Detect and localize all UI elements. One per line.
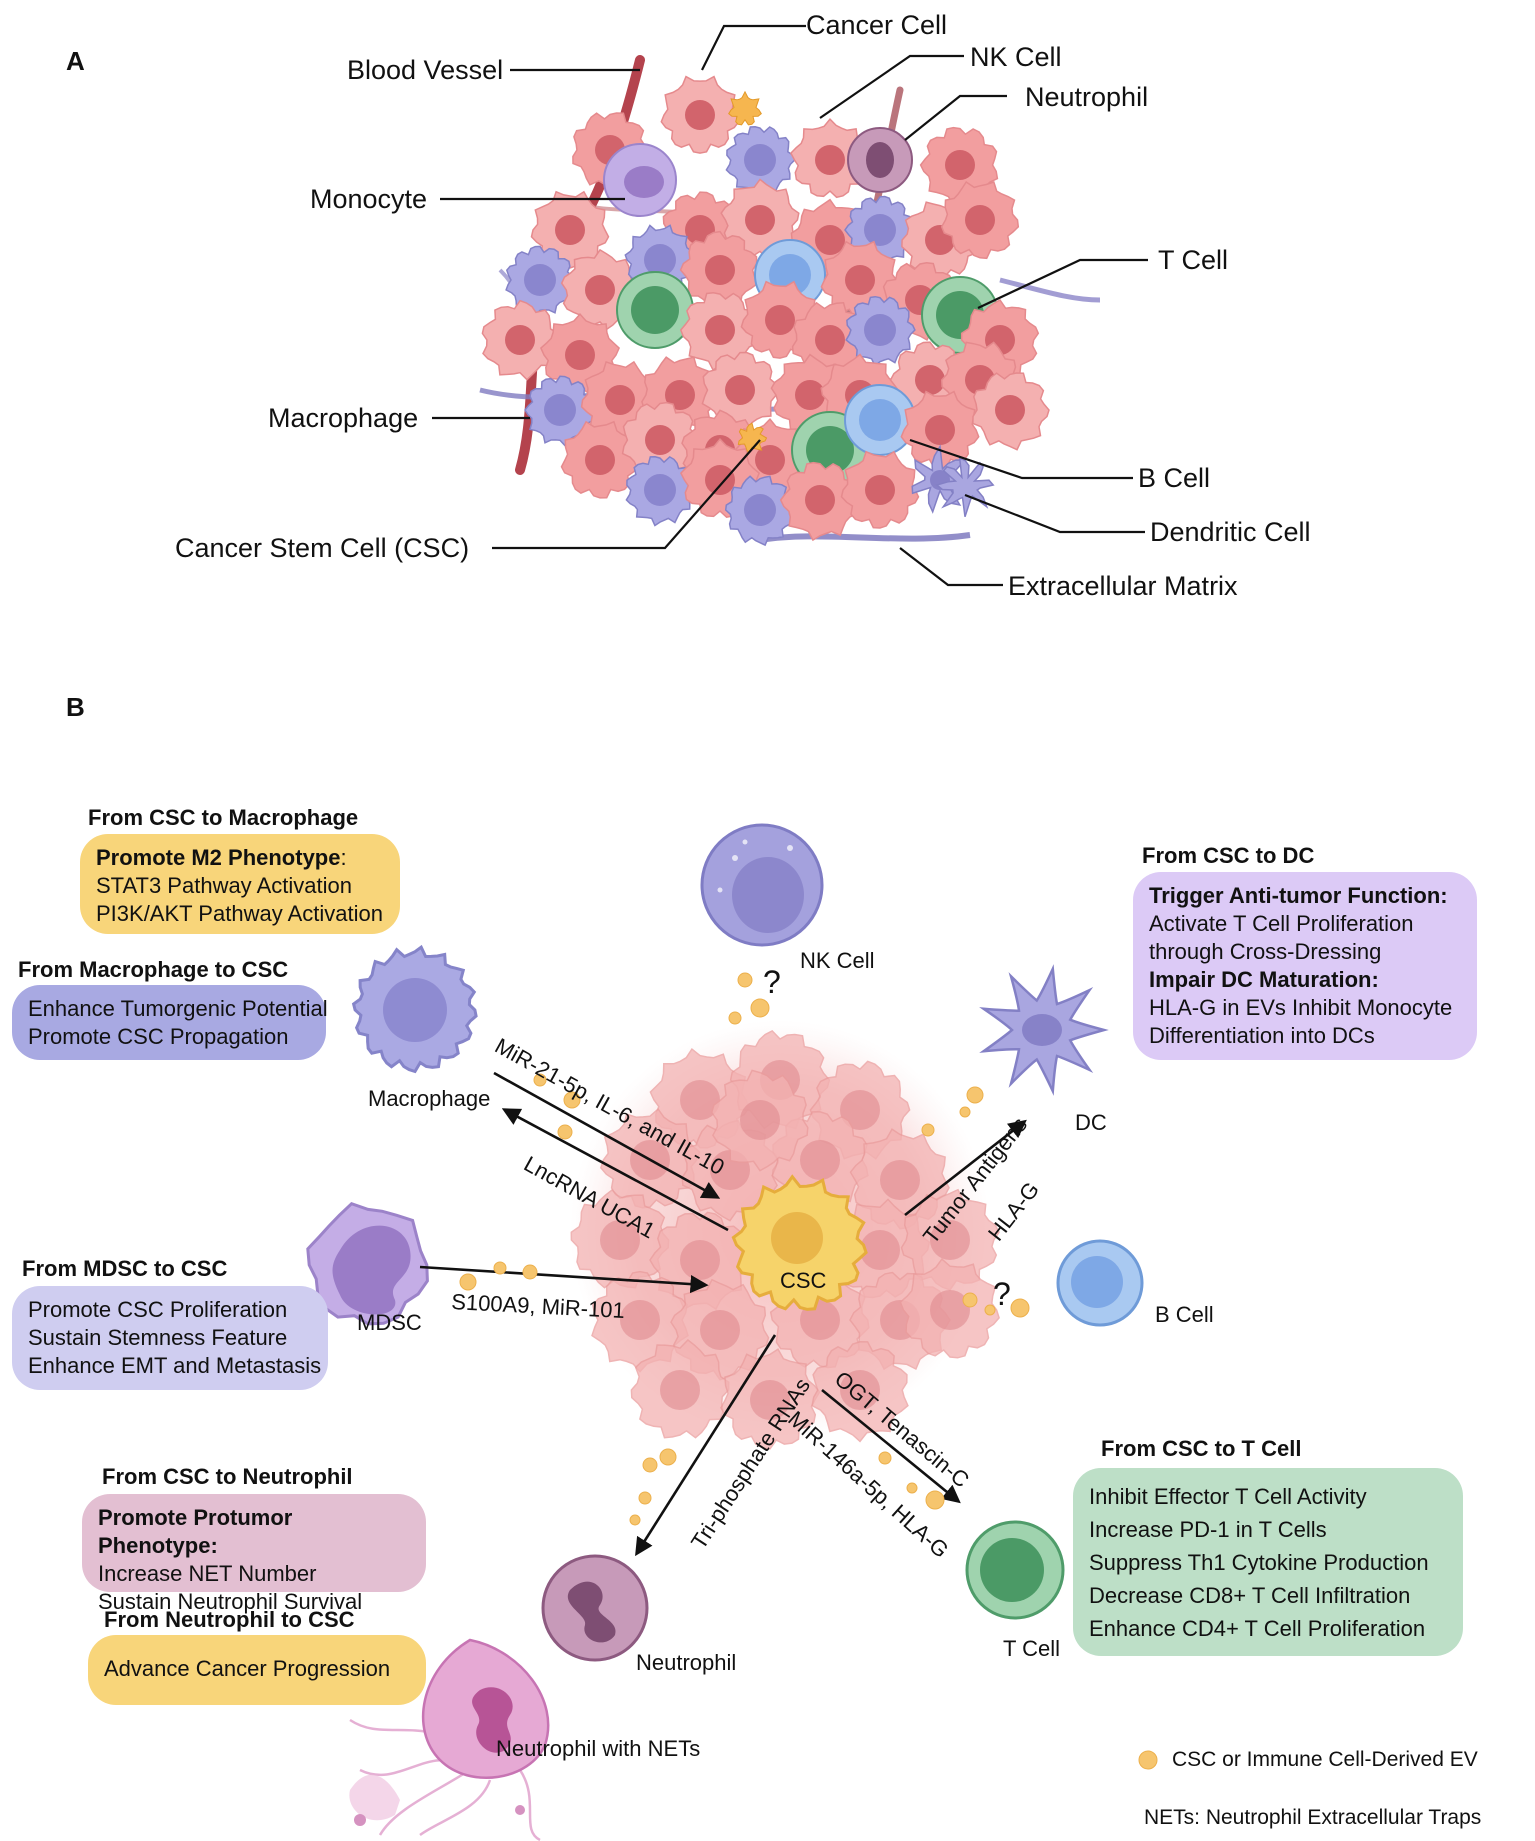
- label-nk-cell: NK Cell: [970, 42, 1062, 72]
- question-mark-nk: ?: [763, 964, 781, 1000]
- box-line: Suppress Th1 Cytokine Production: [1089, 1550, 1429, 1575]
- box-title-csc-to-dc: From CSC to DC: [1142, 843, 1315, 868]
- box-mdsc-to-csc: Promote CSC Proliferation Sustain Stemne…: [12, 1286, 328, 1390]
- box-title-neutrophil-to-csc: From Neutrophil to CSC: [104, 1607, 355, 1632]
- box-line: Sustain Stemness Feature: [28, 1325, 288, 1350]
- csc-cell: [731, 1174, 868, 1311]
- neutrophil-with-nets-icon: [349, 1638, 550, 1841]
- cell-cluster-b: [570, 1029, 1000, 1450]
- box-macrophage-to-csc: Enhance Tumorgenic Potential Promote CSC…: [12, 985, 328, 1060]
- box-heading-antitumor: Trigger Anti-tumor Function:: [1149, 883, 1448, 908]
- box-line: through Cross-Dressing: [1149, 939, 1382, 964]
- label-b-cell: B Cell: [1138, 463, 1211, 493]
- label-b-mdsc: MDSC: [357, 1310, 422, 1335]
- extracellular-vesicles: [459, 972, 1030, 1526]
- t-cell-icon: [965, 1520, 1065, 1620]
- box-title-csc-to-neutrophil: From CSC to Neutrophil: [102, 1464, 353, 1489]
- label-b-b-cell: B Cell: [1155, 1302, 1214, 1327]
- box-line: STAT3 Pathway Activation: [96, 873, 352, 898]
- label-b-neutrophil-nets: Neutrophil with NETs: [496, 1736, 701, 1761]
- question-mark-b-cell: ?: [993, 1276, 1011, 1312]
- panel-a-leader-lines: [432, 24, 1148, 587]
- box-line: Promote CSC Propagation: [28, 1024, 289, 1049]
- box-title-macrophage-to-csc: From Macrophage to CSC: [18, 957, 289, 982]
- box-line: Differentiation into DCs: [1149, 1023, 1375, 1048]
- legend-ev-label: CSC or Immune Cell-Derived EV: [1172, 1748, 1478, 1771]
- box-line: Sustain Neutrophil Survival: [98, 1589, 363, 1614]
- box-line: Advance Cancer Progression: [104, 1656, 391, 1681]
- panel-b-letter: B: [66, 692, 85, 722]
- box-csc-to-dc: Trigger Anti-tumor Function: Activate T …: [1133, 872, 1477, 1060]
- box-line: Enhance CD4+ T Cell Proliferation: [1089, 1616, 1426, 1641]
- box-line: Activate T Cell Proliferation: [1149, 911, 1414, 936]
- cell-cluster-a: [481, 75, 1050, 547]
- label-monocyte: Monocyte: [310, 184, 428, 214]
- box-line: Increase NET Number: [98, 1561, 317, 1586]
- neutrophil-cell-icon: [541, 1554, 649, 1662]
- panel-b-arrows: [419, 1071, 1027, 1557]
- label-t-cell: T Cell: [1158, 245, 1229, 275]
- label-b-macrophage: Macrophage: [368, 1086, 491, 1111]
- label-b-nk-cell: NK Cell: [800, 948, 875, 973]
- b-cell-icon: [1056, 1239, 1144, 1327]
- label-b-csc: CSC: [780, 1268, 827, 1293]
- box-csc-to-macrophage: Promote M2 Phenotype: STAT3 Pathway Acti…: [80, 834, 400, 934]
- label-b-dc: DC: [1075, 1110, 1107, 1135]
- label-extracellular-matrix: Extracellular Matrix: [1008, 571, 1238, 601]
- box-line: Decrease CD8+ T Cell Infiltration: [1089, 1583, 1411, 1608]
- box-heading-m2-colon: :: [340, 845, 347, 870]
- label-neutrophil: Neutrophil: [1025, 82, 1149, 112]
- box-heading-impair-dc: Impair DC Maturation:: [1149, 967, 1379, 992]
- legend-ev-dot: [1138, 1750, 1158, 1770]
- box-line: Enhance Tumorgenic Potential: [28, 996, 328, 1021]
- box-line: PI3K/AKT Pathway Activation: [96, 901, 383, 926]
- box-csc-to-neutrophil: Promote Protumor Phenotype: Increase NET…: [82, 1494, 426, 1614]
- label-dendritic-cell: Dendritic Cell: [1150, 517, 1311, 547]
- box-line: Increase PD-1 in T Cells: [1089, 1517, 1327, 1542]
- dc-cell-icon: [979, 964, 1109, 1096]
- label-b-neutrophil: Neutrophil: [636, 1650, 737, 1675]
- box-title-csc-to-macrophage: From CSC to Macrophage: [88, 805, 359, 830]
- panel-a-letter: A: [66, 46, 85, 76]
- legend-nets-note: NETs: Neutrophil Extracellular Traps: [1144, 1806, 1482, 1829]
- box-line: Inhibit Effector T Cell Activity: [1089, 1484, 1367, 1509]
- mdsc-cell-icon: [306, 1201, 429, 1326]
- box-title-mdsc-to-csc: From MDSC to CSC: [22, 1256, 228, 1281]
- box-line: Promote CSC Proliferation: [28, 1297, 288, 1322]
- label-cancer-stem-cell: Cancer Stem Cell (CSC): [175, 533, 470, 563]
- box-line: HLA-G in EVs Inhibit Monocyte: [1149, 995, 1453, 1020]
- box-heading-protumor: Promote Protumor Phenotype:: [98, 1505, 293, 1558]
- box-csc-to-t-cell: Inhibit Effector T Cell Activity Increas…: [1073, 1468, 1463, 1656]
- box-neutrophil-to-csc: Advance Cancer Progression: [88, 1635, 426, 1705]
- label-b-t-cell: T Cell: [1003, 1636, 1061, 1661]
- box-heading-m2: Promote M2 Phenotype: [96, 845, 341, 870]
- box-title-csc-to-t-cell: From CSC to T Cell: [1101, 1436, 1302, 1461]
- box-line: Enhance EMT and Metastasis: [28, 1353, 322, 1378]
- nk-cell-icon: [700, 823, 824, 947]
- label-macrophage: Macrophage: [268, 403, 419, 433]
- label-cancer-cell: Cancer Cell: [806, 10, 948, 40]
- label-blood-vessel: Blood Vessel: [347, 55, 504, 85]
- macrophage-cell-icon: [351, 944, 478, 1074]
